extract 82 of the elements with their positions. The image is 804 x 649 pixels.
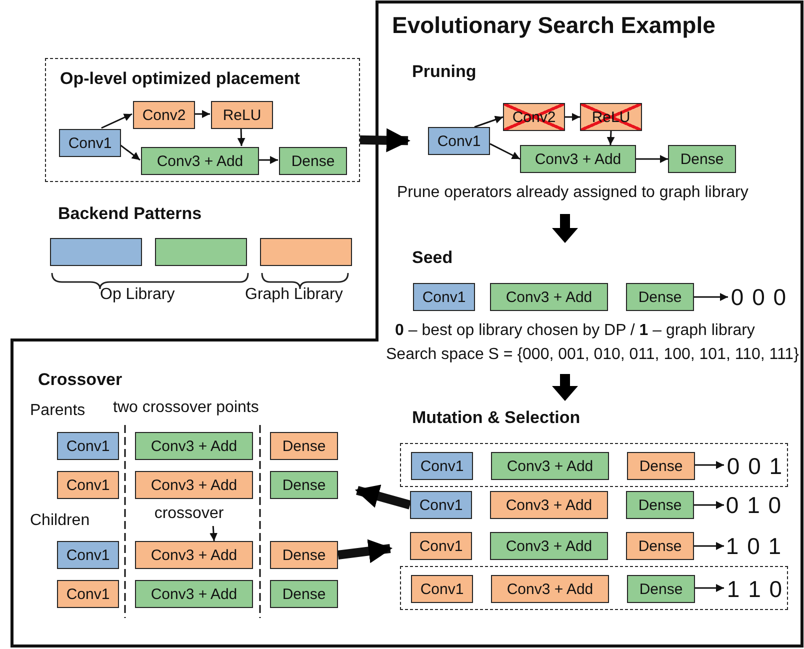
operator-box: Conv3 + Add: [491, 452, 609, 480]
operator-box: Dense: [626, 491, 694, 519]
operator-box: Dense: [626, 283, 694, 311]
section-heading: Mutation & Selection: [412, 408, 580, 428]
panel-outline: [10, 0, 804, 649]
operator-box: Conv1: [411, 452, 473, 480]
arrow: [258, 156, 278, 164]
dashed-group-box: [45, 58, 360, 182]
arrow: [694, 501, 724, 509]
arrow: [490, 143, 520, 160]
arrow: [474, 116, 504, 128]
arrow: [565, 113, 580, 121]
text-label: Search space S = {000, 001, 010, 011, 100, 101, 110, 111}: [386, 346, 799, 364]
pattern-box: [155, 238, 247, 266]
operator-box: Conv1: [57, 432, 119, 460]
text-label: Children: [30, 512, 90, 530]
arrow: [194, 110, 210, 118]
text-label: 0 – best op library chosen by DP / 1 – graph library: [395, 322, 755, 340]
arrow: [694, 461, 724, 469]
operator-box: Conv3 + Add: [520, 145, 636, 173]
bit-string: 0 0 0: [728, 283, 790, 311]
operator-box: Conv3 + Add: [135, 541, 253, 569]
arrow: [694, 293, 728, 301]
operator-box: Conv3 + Add: [491, 575, 609, 603]
operator-box: ReLU: [211, 101, 273, 129]
operator-box: Dense: [270, 541, 338, 569]
group-title: Op-level optimized placement: [60, 69, 300, 89]
operator-box: Conv3 + Add: [135, 471, 253, 499]
operator-box: Dense: [270, 471, 338, 499]
block-arrow: [337, 539, 393, 564]
arrow: [237, 128, 246, 146]
dashed-group-box: [400, 566, 788, 610]
operator-box: Conv1: [413, 283, 475, 311]
arrow: [210, 526, 218, 542]
operator-box: Conv1: [411, 575, 473, 603]
text-label: Parents: [30, 402, 86, 420]
arrow: [694, 584, 724, 592]
operator-box: Dense: [627, 452, 695, 480]
operator-box: Conv1: [59, 129, 121, 157]
section-heading: Backend Patterns: [58, 204, 202, 224]
operator-box: Conv3 + Add: [135, 432, 253, 460]
pattern-box: [50, 238, 142, 266]
dashed-group-box: [400, 443, 788, 487]
arrow: [636, 155, 668, 163]
panel-title: Evolutionary Search Example: [392, 12, 716, 39]
operator-box: Dense: [668, 145, 736, 173]
annotation-text: crossover: [146, 502, 232, 526]
bit-string: 0 0 1: [725, 452, 785, 480]
bit-string: 1 1 0: [725, 575, 785, 603]
text-label: Graph Library: [245, 286, 343, 304]
operator-box: Conv1: [410, 532, 472, 560]
operator-box: Conv3 + Add: [141, 147, 259, 175]
arrow: [694, 542, 724, 550]
section-heading: Seed: [412, 248, 453, 268]
operator-box: Conv3 + Add: [135, 580, 253, 608]
bit-string: 0 1 0: [724, 491, 784, 519]
arrow: [101, 113, 132, 129]
operator-box: Conv1: [57, 580, 119, 608]
arrow: [120, 144, 140, 161]
section-heading: Crossover: [38, 370, 122, 390]
operator-box: Conv1: [428, 127, 490, 155]
section-heading: Pruning: [412, 62, 476, 82]
arrow: [606, 130, 615, 146]
block-arrow: [360, 128, 410, 152]
operator-box: Dense: [627, 575, 695, 603]
pattern-box: [260, 238, 352, 266]
block-arrow: [354, 484, 412, 510]
bit-string: 1 0 1: [724, 532, 784, 560]
operator-box: Conv1: [57, 541, 119, 569]
operator-box: Conv1: [57, 471, 119, 499]
text-label: Op Library: [100, 286, 175, 304]
operator-box: Dense: [279, 147, 347, 175]
operator-box: Conv3 + Add: [490, 532, 608, 560]
operator-box: Conv3 + Add: [490, 283, 608, 311]
operator-box: Dense: [270, 580, 338, 608]
operator-box: Dense: [626, 532, 694, 560]
operator-box: Conv2: [133, 101, 195, 129]
operator-box: Conv1: [410, 491, 472, 519]
text-label: two crossover points: [113, 399, 259, 417]
operator-box: Conv3 + Add: [490, 491, 608, 519]
text-label: Prune operators already assigned to graph library: [397, 184, 748, 202]
operator-box: Dense: [270, 432, 338, 460]
